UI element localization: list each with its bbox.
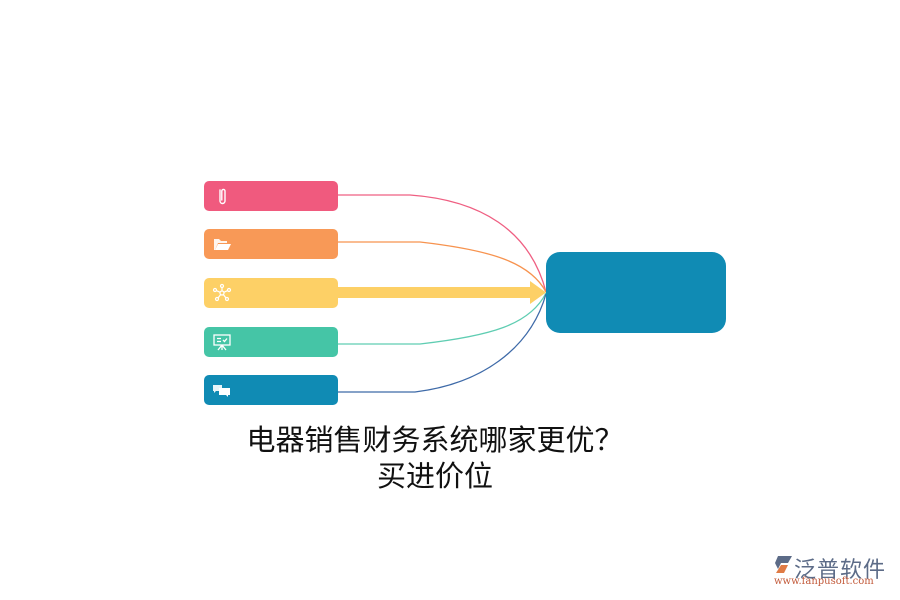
brand-name: 泛普软件 [794,558,887,583]
source-node-3[interactable] [204,278,338,308]
network-icon [212,283,232,302]
brand-logo-icon [775,556,792,573]
source-node-4[interactable] [204,327,338,357]
link-5 [338,293,547,393]
paperclip-icon [219,188,226,205]
title-line-1: 电器销售财务系统哪家更优？ [246,423,624,457]
source-node-2[interactable] [204,229,338,259]
link-3-arrow [338,281,546,304]
watermark-logo: 泛普软件 www.fanpusoft.com [770,552,895,592]
chat-bubbles-icon [213,385,230,397]
source-node-1[interactable] [204,181,338,211]
presentation-board-icon [213,334,231,351]
link-1 [338,194,547,293]
title-line-2: 买进价位 [376,459,493,493]
link-2 [338,241,547,293]
link-4 [338,292,547,345]
diagram-title: 电器销售财务系统哪家更优？ 买进价位 [0,422,870,494]
brand-url: www.fanpusoft.com [774,576,874,587]
hub-node[interactable] [546,252,726,333]
source-node-5[interactable] [204,375,338,405]
folder-open-icon [214,239,231,250]
